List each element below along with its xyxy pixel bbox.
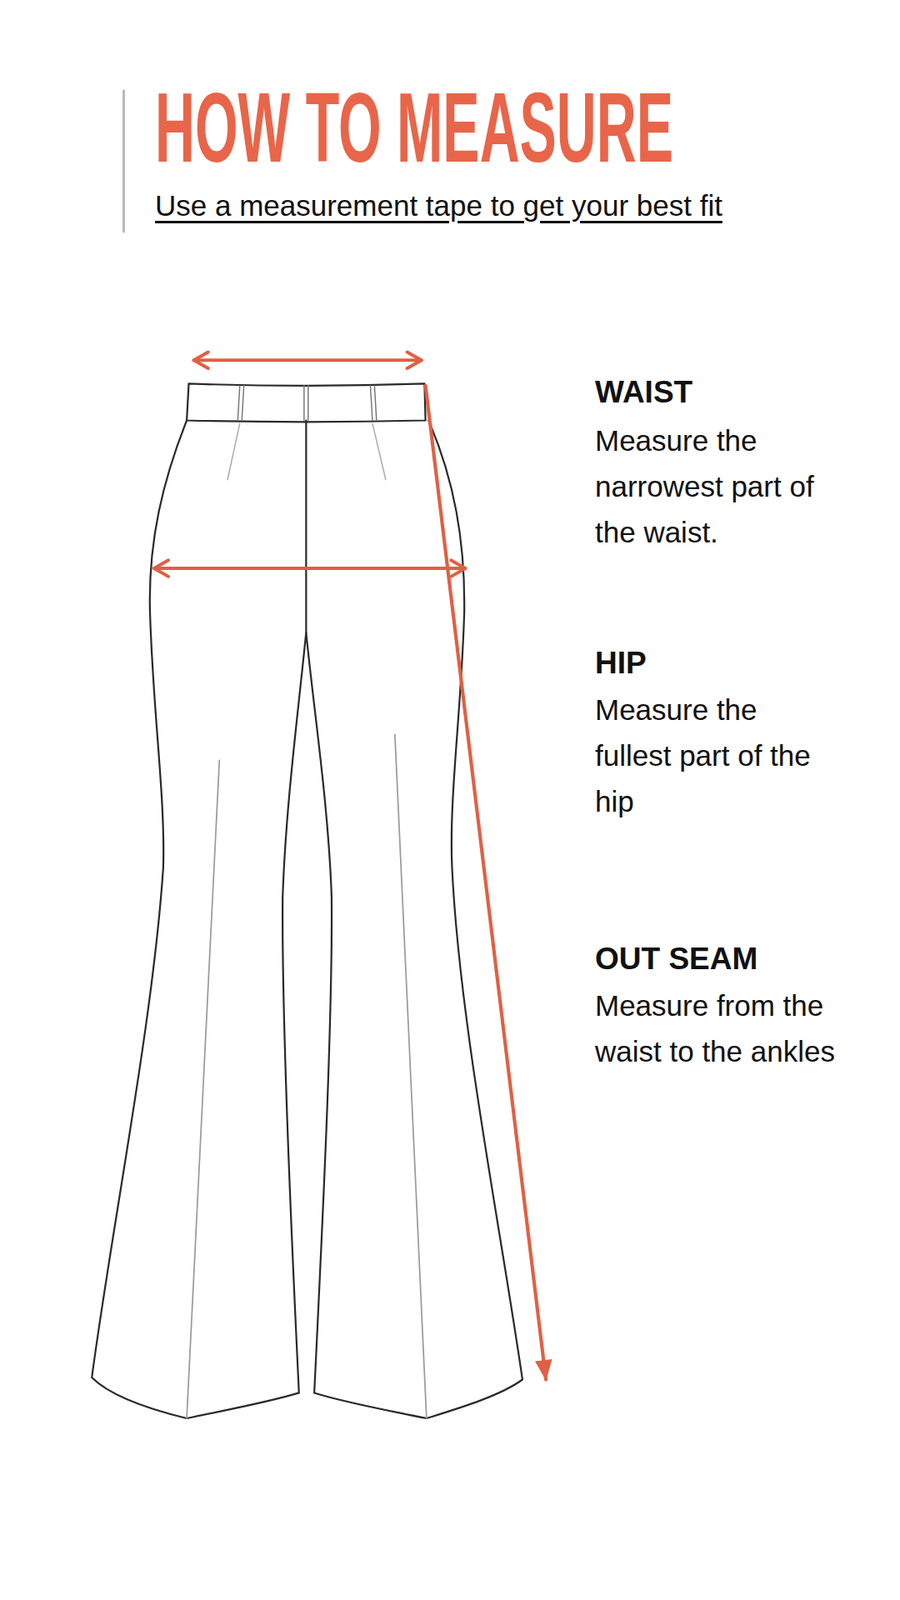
accent-bar (122, 90, 125, 233)
measure-note: Measure the narrowest part of the waist. (595, 417, 837, 555)
measure-heading: OUT SEAM (595, 940, 758, 978)
outseam-arrow (425, 385, 546, 1380)
pants-outline (91, 383, 523, 1419)
measure-arrows (154, 360, 546, 1380)
subtitle: Use a measurement tape to get your best … (155, 187, 723, 225)
hip-arrow (154, 566, 465, 570)
measure-note: Measure from the waist to the ankles (595, 982, 837, 1075)
measure-heading: HIP (595, 645, 647, 682)
measure-heading: WAIST (595, 374, 693, 411)
measure-note: Measure the fullest part of the hip (595, 686, 837, 825)
page-title: HOW TO MEASURE (155, 78, 674, 177)
waist-arrow (194, 358, 422, 362)
